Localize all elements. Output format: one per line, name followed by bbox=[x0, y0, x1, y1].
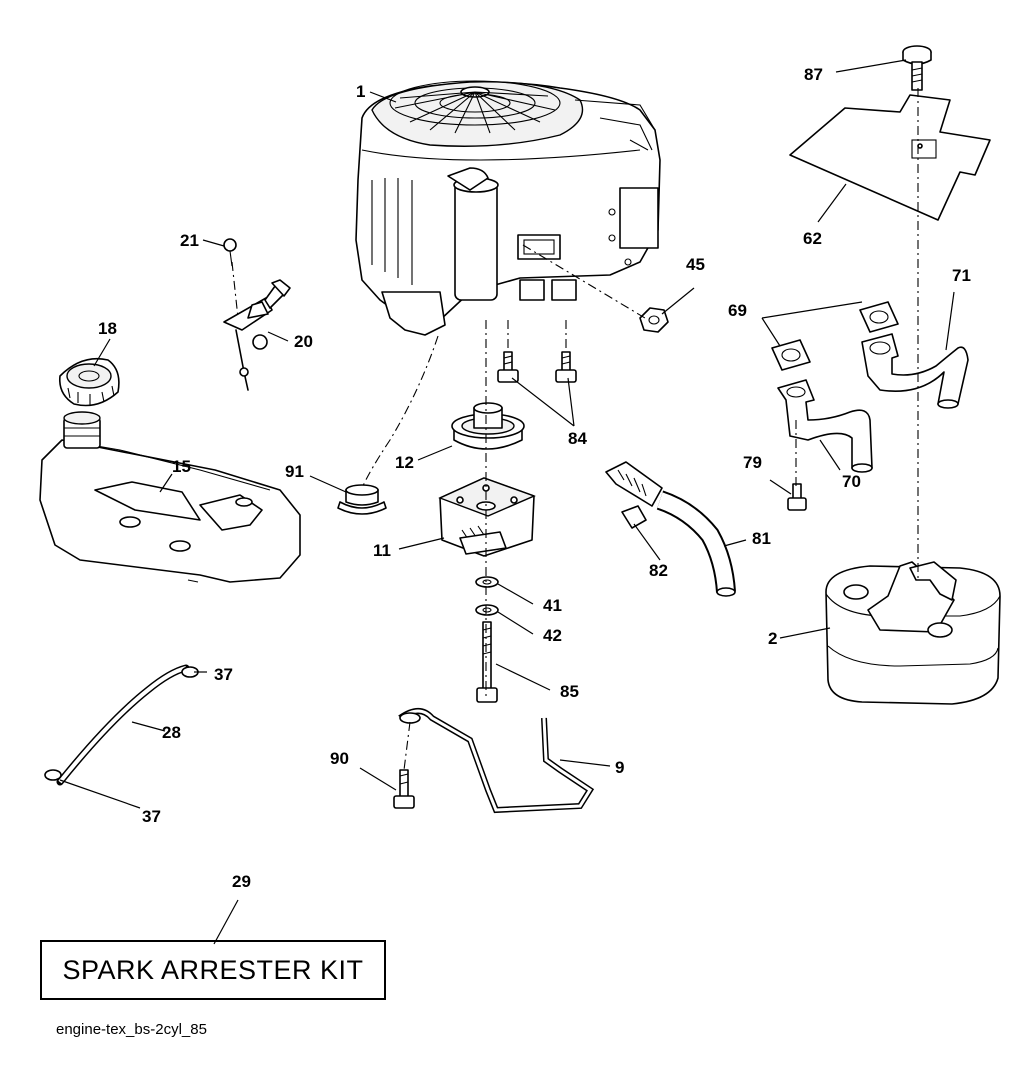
callout-87: 87 bbox=[804, 65, 823, 84]
nut-45-part bbox=[639, 307, 669, 333]
callout-18: 18 bbox=[98, 319, 117, 338]
bolt-84-part bbox=[497, 351, 577, 383]
fuel-tank-part bbox=[39, 411, 301, 583]
leader-lines bbox=[59, 59, 955, 945]
fuel-line-part bbox=[44, 664, 199, 786]
callout-82: 82 bbox=[649, 561, 668, 580]
spacer-91-part bbox=[337, 484, 387, 515]
bolt-90-part bbox=[393, 769, 415, 809]
callout-79: 79 bbox=[743, 453, 762, 472]
exhaust-pipe-70-part bbox=[777, 379, 873, 473]
heat-shield-62-part bbox=[789, 94, 991, 221]
callout-21: 21 bbox=[180, 231, 199, 250]
alignment-line bbox=[522, 244, 646, 319]
callout-70: 70 bbox=[842, 472, 861, 491]
callout-20: 20 bbox=[294, 332, 313, 351]
throttle-control-part bbox=[223, 238, 291, 391]
callout-11: 11 bbox=[373, 541, 391, 560]
callout-84: 84 bbox=[568, 429, 587, 448]
bolt-79-part bbox=[787, 483, 807, 511]
spark-arrester-kit-box: SPARK ARRESTER KIT bbox=[40, 940, 386, 1000]
callout-12: 12 bbox=[395, 453, 414, 472]
callout-2: 2 bbox=[768, 629, 777, 648]
bolt-85-part bbox=[476, 621, 498, 703]
muffler-2-part bbox=[825, 561, 1001, 705]
alignment-line bbox=[231, 261, 239, 319]
callout-42: 42 bbox=[543, 626, 562, 645]
spark-arrester-kit-label: SPARK ARRESTER KIT bbox=[62, 954, 364, 985]
callout-28: 28 bbox=[162, 723, 181, 742]
pto-clutch-part bbox=[438, 477, 536, 557]
hose-81-part bbox=[656, 490, 736, 597]
callout-81: 81 bbox=[752, 529, 771, 548]
callout-45: 45 bbox=[686, 255, 705, 274]
callout-62: 62 bbox=[803, 229, 822, 248]
callout-37-lower: 37 bbox=[142, 807, 161, 826]
fuel-cap-part bbox=[58, 357, 120, 407]
rod-9-part bbox=[398, 708, 595, 814]
connector-82-part bbox=[605, 461, 663, 529]
callout-69: 69 bbox=[728, 301, 747, 320]
washer-42-part bbox=[475, 604, 499, 616]
callout-29: 29 bbox=[232, 872, 251, 891]
alignment-line bbox=[507, 320, 567, 352]
callout-71: 71 bbox=[952, 266, 971, 285]
callout-9: 9 bbox=[615, 758, 624, 777]
pulley-part bbox=[451, 402, 525, 450]
callout-37-upper: 37 bbox=[214, 665, 233, 684]
engine-part bbox=[355, 80, 661, 336]
callout-1: 1 bbox=[356, 82, 365, 101]
exhaust-pipe-71-part bbox=[861, 333, 969, 409]
alignment-line bbox=[361, 335, 439, 489]
callout-85: 85 bbox=[560, 682, 579, 701]
file-reference-label: engine-tex_bs-2cyl_85 bbox=[56, 1021, 207, 1038]
alignment-line bbox=[403, 721, 411, 771]
callout-90: 90 bbox=[330, 749, 349, 768]
callout-91: 91 bbox=[285, 462, 304, 481]
gasket-69-part bbox=[771, 301, 899, 371]
callout-41: 41 bbox=[543, 596, 562, 615]
callout-15: 15 bbox=[172, 457, 191, 476]
washer-41-part bbox=[475, 576, 499, 588]
knob-87-part bbox=[902, 45, 932, 91]
